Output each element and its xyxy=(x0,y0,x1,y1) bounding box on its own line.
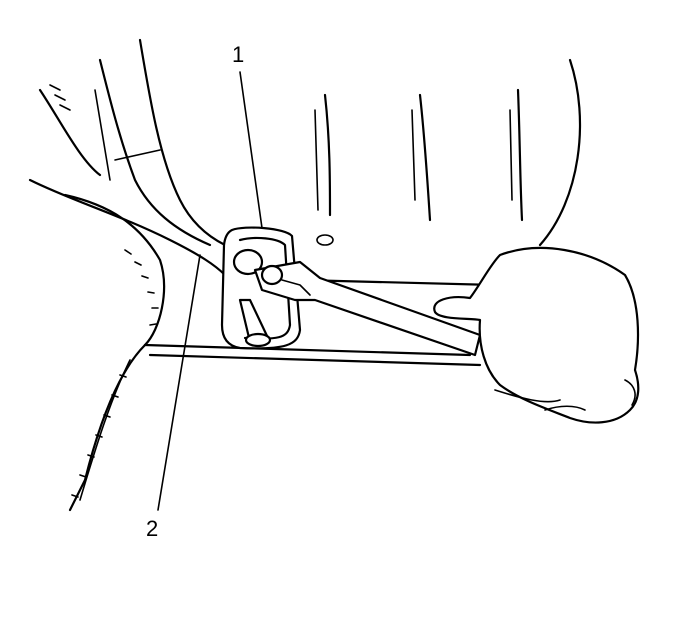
callout-label-1: 1 xyxy=(232,42,244,67)
leader-line-2 xyxy=(157,254,201,511)
leader-lines xyxy=(157,71,263,511)
leader-line-1 xyxy=(239,71,263,229)
wrench-tool xyxy=(253,260,482,357)
hand xyxy=(433,246,640,424)
callout-label-2: 2 xyxy=(146,516,158,541)
vehicle-body xyxy=(28,38,582,512)
